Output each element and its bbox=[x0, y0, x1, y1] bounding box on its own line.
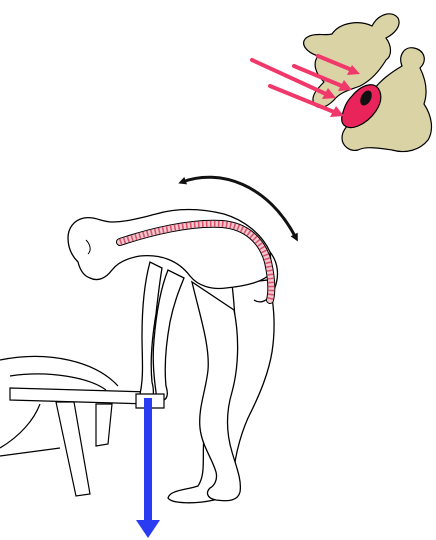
table-curve-2 bbox=[10, 374, 106, 390]
pull-arrow-shaft bbox=[144, 398, 152, 522]
table-side-edge bbox=[0, 404, 40, 448]
pull-arrow-head bbox=[136, 520, 160, 538]
table-back-edge bbox=[0, 356, 118, 386]
vertebrae-inset-icon bbox=[304, 14, 432, 152]
table-leg-left bbox=[56, 402, 90, 496]
table-icon bbox=[0, 356, 150, 496]
downward-pull-arrow-icon bbox=[136, 398, 160, 538]
table-leg-right bbox=[96, 404, 112, 446]
table-top bbox=[10, 388, 150, 404]
table-floor-edge bbox=[0, 448, 60, 456]
compression-arrows-icon bbox=[252, 56, 360, 117]
bending-figure-icon bbox=[68, 210, 277, 503]
